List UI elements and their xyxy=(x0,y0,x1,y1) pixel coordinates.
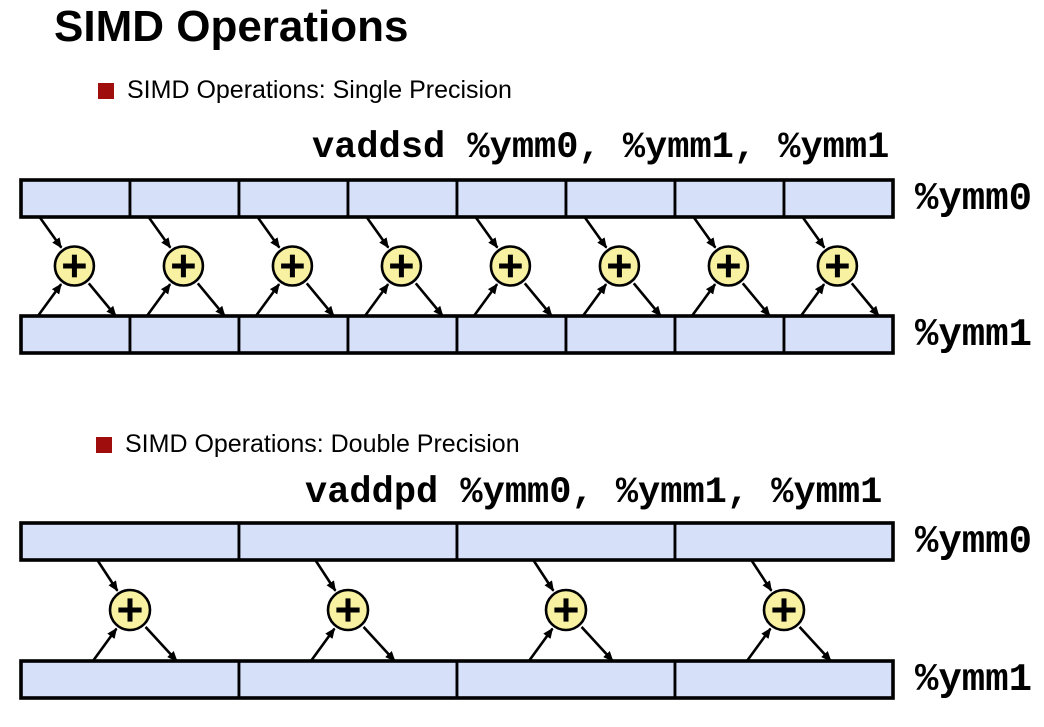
dataflow-arrow xyxy=(745,627,772,662)
simd-diagram-double-precision xyxy=(19,521,895,700)
dataflow-arrow xyxy=(91,627,118,662)
register-cell xyxy=(128,178,241,219)
bullet-square-icon xyxy=(98,82,114,99)
register-cell xyxy=(237,521,459,562)
register-cell xyxy=(673,178,786,219)
dataflow-arrow xyxy=(750,559,773,592)
register-cell xyxy=(237,659,459,700)
register-cell xyxy=(19,314,132,355)
register-cell xyxy=(346,314,459,355)
simd-diagram-single-precision xyxy=(19,178,895,355)
dataflow-arrow xyxy=(196,282,226,317)
dataflow-arrow xyxy=(798,626,832,662)
dataflow-arrow xyxy=(801,216,826,249)
dataflow-arrow xyxy=(96,559,119,592)
dataflow-arrow xyxy=(365,216,390,249)
register-cell xyxy=(673,521,895,562)
register-cell xyxy=(455,314,568,355)
register-cell xyxy=(19,178,132,219)
dataflow-arrow xyxy=(581,283,608,317)
bullet-square-icon xyxy=(96,436,112,453)
register-cell xyxy=(673,314,786,355)
register-cell xyxy=(128,314,241,355)
page-title: SIMD Operations xyxy=(54,2,409,51)
register-cell xyxy=(782,178,895,219)
dataflow-arrow xyxy=(527,627,554,662)
bullet-single-precision: SIMD Operations: Single Precision xyxy=(98,76,512,105)
dataflow-arrow xyxy=(305,282,335,317)
dataflow-arrow xyxy=(741,282,771,317)
register-cell xyxy=(19,659,241,700)
dataflow-arrow xyxy=(632,282,662,317)
dataflow-arrow xyxy=(583,216,608,249)
dataflow-arrow xyxy=(87,282,117,317)
dataflow-arrow xyxy=(256,216,281,249)
dataflow-arrow xyxy=(38,216,63,249)
register-cell xyxy=(564,178,677,219)
dataflow-arrow xyxy=(414,282,444,317)
register-label-ymm0: %ymm0 xyxy=(915,176,1033,221)
register-cell xyxy=(237,178,350,219)
dataflow-arrow xyxy=(362,626,396,662)
dataflow-arrow xyxy=(254,283,281,317)
register-cell xyxy=(237,314,350,355)
register-bar-outline xyxy=(19,659,895,700)
dataflow-arrow xyxy=(523,282,553,317)
register-cell xyxy=(782,314,895,355)
register-cell xyxy=(455,521,677,562)
register-label-ymm1: %ymm1 xyxy=(915,312,1033,357)
dataflow-arrow xyxy=(692,216,717,249)
register-cell xyxy=(19,521,241,562)
register-label-ymm0: %ymm0 xyxy=(915,519,1033,564)
dataflow-arrow xyxy=(799,283,826,317)
dataflow-arrow xyxy=(532,559,555,592)
dataflow-arrow xyxy=(850,282,880,317)
asm-instruction-vaddsd: vaddsd %ymm0, %ymm1, %ymm1 xyxy=(312,127,890,169)
bullet-label: SIMD Operations: Single Precision xyxy=(127,76,512,104)
register-cell xyxy=(455,659,677,700)
register-bar-outline xyxy=(19,314,895,355)
dataflow-arrow xyxy=(309,627,336,662)
dataflow-arrow xyxy=(474,216,499,249)
dataflow-arrow xyxy=(145,283,172,317)
asm-instruction-vaddpd: vaddpd %ymm0, %ymm1, %ymm1 xyxy=(305,472,883,514)
bullet-double-precision: SIMD Operations: Double Precision xyxy=(96,430,520,459)
dataflow-arrow xyxy=(690,283,717,317)
register-cell xyxy=(564,314,677,355)
register-bar-outline xyxy=(19,521,895,562)
register-label-ymm1: %ymm1 xyxy=(915,657,1033,702)
register-cell xyxy=(673,659,895,700)
dataflow-arrow xyxy=(580,626,614,662)
bullet-label: SIMD Operations: Double Precision xyxy=(125,430,520,458)
dataflow-arrow xyxy=(314,559,337,592)
dataflow-arrow xyxy=(36,283,63,317)
register-cell xyxy=(455,178,568,219)
register-bar-outline xyxy=(19,178,895,219)
register-cell xyxy=(346,178,459,219)
dataflow-arrow xyxy=(363,283,390,317)
dataflow-arrow xyxy=(144,626,178,662)
dataflow-arrow xyxy=(147,216,172,249)
dataflow-arrow xyxy=(472,283,499,317)
